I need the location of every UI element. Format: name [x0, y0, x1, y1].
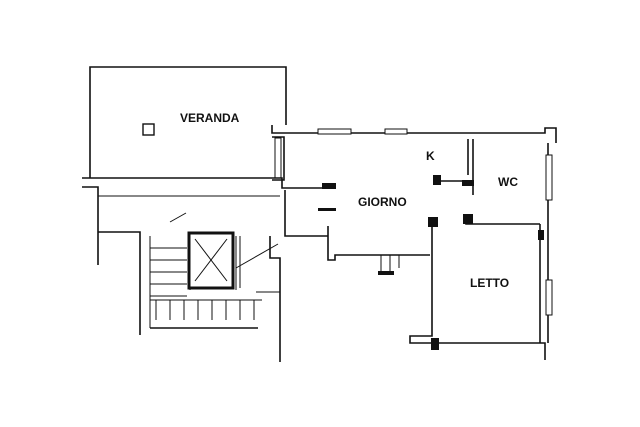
room-label-veranda: VERANDA [180, 111, 240, 125]
room-label-letto: LETTO [470, 276, 509, 290]
outer-wall-top [271, 125, 557, 181]
room-label-giorno: GIORNO [358, 195, 407, 209]
giorno-walls [327, 139, 474, 275]
room-label-wc: WC [498, 175, 518, 189]
letto-walls [409, 143, 553, 360]
staircase [149, 212, 281, 362]
wc-walls [463, 214, 540, 225]
veranda-area [89, 66, 287, 178]
corridor-walls [82, 177, 336, 335]
room-label-kitchen: K [426, 149, 435, 163]
veranda-pillar [142, 123, 155, 136]
